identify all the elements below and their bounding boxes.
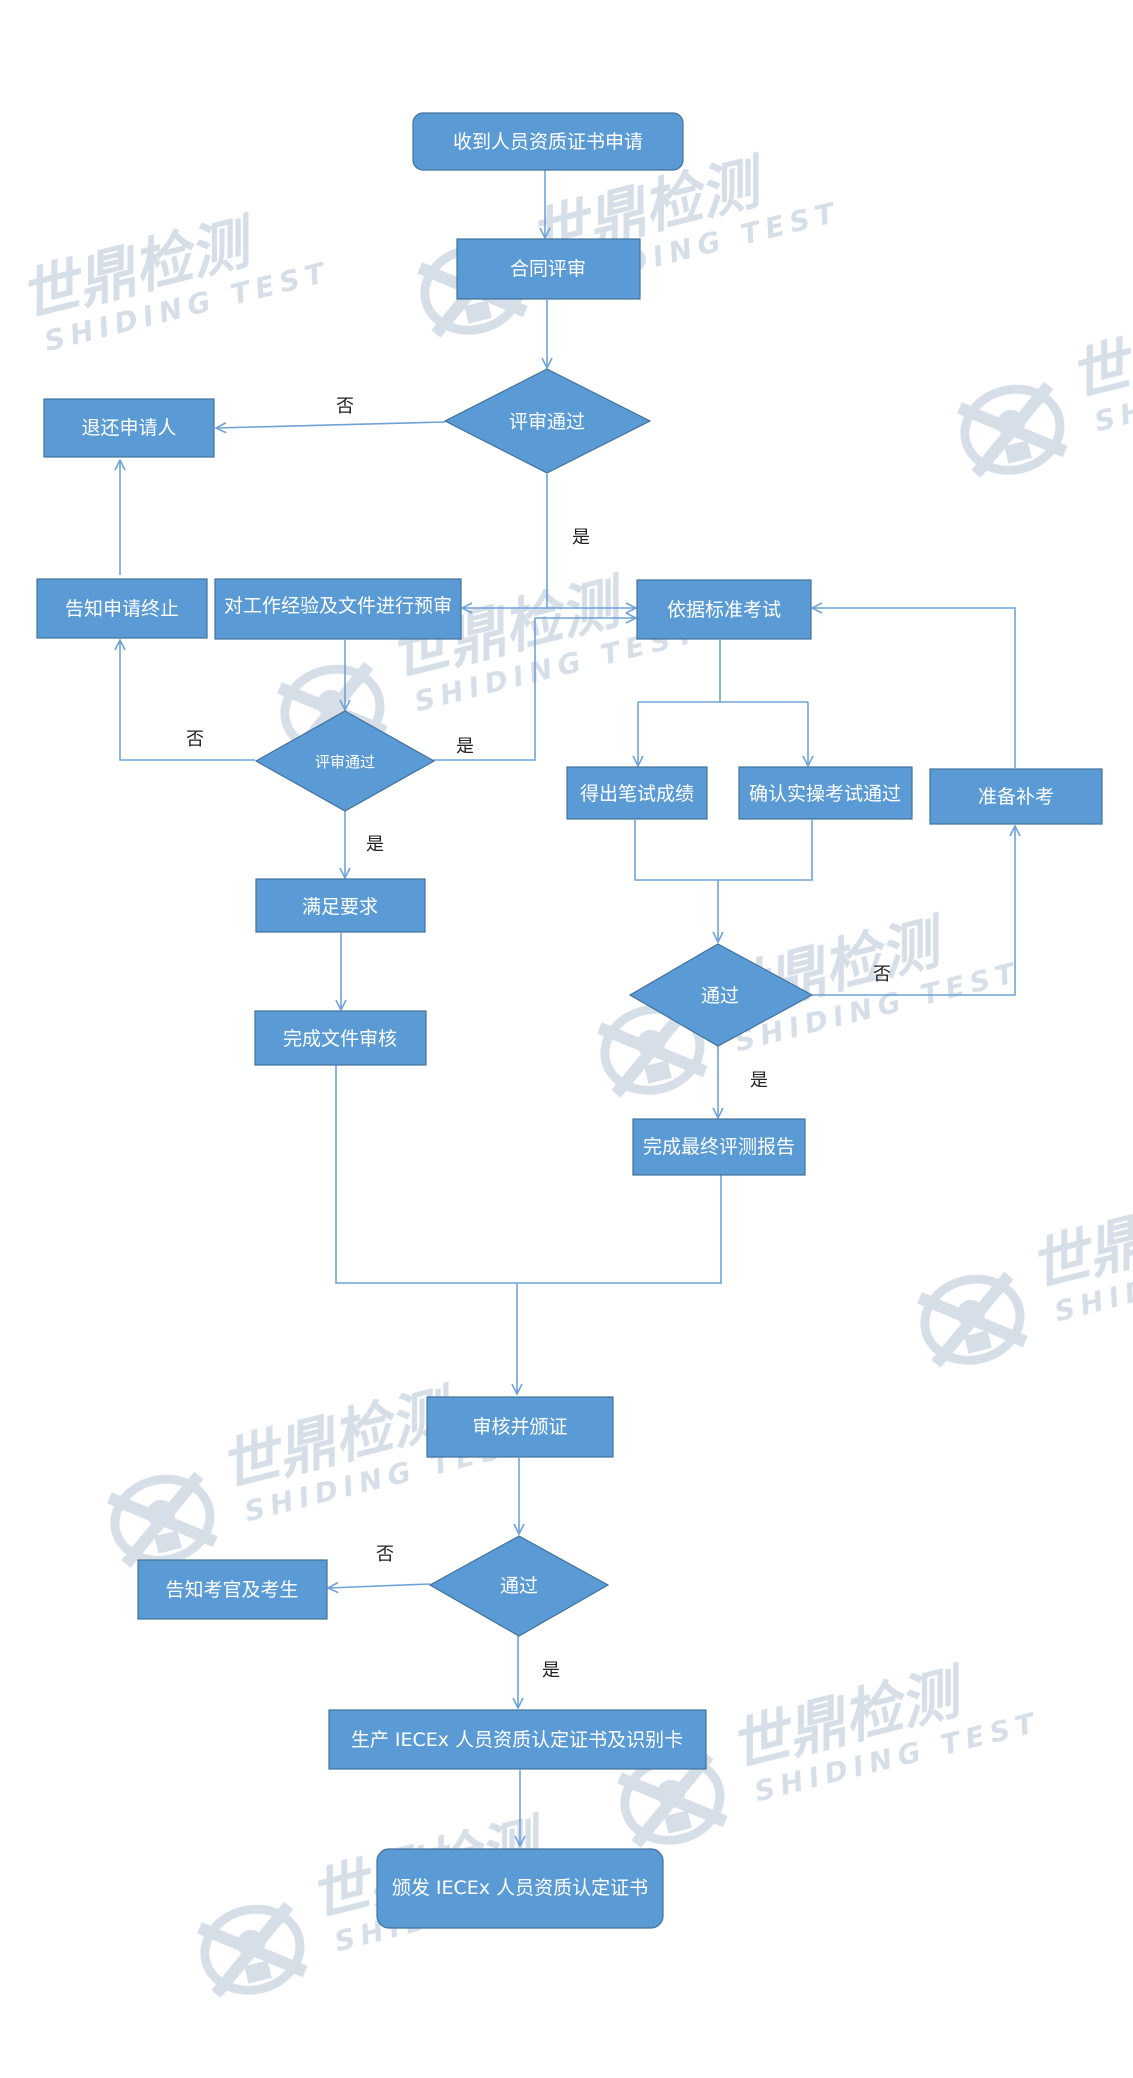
node-notify-examiner: 告知考官及考生 [137, 1559, 328, 1620]
watermark-cn: 世鼎检测 [1063, 286, 1133, 411]
node-label: 完成最终评测报告 [643, 1136, 795, 1158]
node-label: 收到人员资质证书申请 [453, 131, 643, 153]
edge-label-yes: 是 [456, 736, 474, 757]
node-review-pass-2: 评审通过 [254, 710, 436, 812]
node-label: 告知申请终止 [65, 598, 179, 620]
node-label: 告知考官及考生 [165, 1579, 298, 1601]
node-label: 审核并颁证 [472, 1416, 567, 1438]
node-issue-certificate: 颁发 IECEx 人员资质认定证书 [376, 1848, 664, 1929]
edges [120, 170, 1015, 1846]
node-return-applicant: 退还申请人 [43, 398, 215, 458]
node-label: 完成文件审核 [283, 1028, 397, 1050]
node-meet-requirements: 满足要求 [255, 878, 426, 933]
edge-exam-split [638, 640, 808, 703]
watermark: 世鼎检测 SHIDING TEST [909, 1176, 1133, 1370]
edge-pass-no-to-retake [812, 826, 1015, 996]
edge-labels: 否 是 否 是 是 否 是 否 是 [186, 396, 891, 1681]
node-exam-by-standard: 依据标准考试 [636, 579, 812, 640]
edge-label-no: 否 [336, 396, 354, 417]
node-label: 评审通过 [315, 753, 375, 771]
node-label: 对工作经验及文件进行预审 [224, 595, 452, 617]
nodes: 收到人员资质证书申请 合同评审 评审通过 退还申请人 告知申请终止 对工作经验及… [36, 112, 1103, 1929]
edge-label-yes: 是 [750, 1070, 768, 1091]
node-label: 满足要求 [302, 896, 378, 918]
node-audit-issue: 审核并颁证 [426, 1396, 614, 1458]
watermark: 世鼎检测 SHIDING TEST [99, 1376, 534, 1570]
edge-review-no-to-return [216, 421, 446, 428]
node-label: 评审通过 [509, 411, 585, 433]
edge-pass-no-to-notify [328, 1584, 431, 1588]
node-label: 依据标准考试 [667, 599, 781, 621]
node-produce-certificate: 生产 IECEx 人员资质认定证书及识别卡 [328, 1709, 707, 1770]
node-label: 生产 IECEx 人员资质认定证书及识别卡 [351, 1729, 683, 1751]
node-label: 通过 [701, 985, 739, 1007]
watermark: 世鼎检测 SHIDING TEST [13, 206, 333, 358]
node-final-report: 完成最终评测报告 [632, 1118, 806, 1176]
node-pass-final: 通过 [428, 1535, 610, 1637]
edge-review2-no-to-notify [120, 640, 255, 761]
node-written-score: 得出笔试成绩 [566, 766, 708, 820]
edge-complete-report-merge [335, 1065, 722, 1284]
edge-label-yes: 是 [366, 834, 384, 855]
node-label: 得出笔试成绩 [580, 783, 694, 805]
node-complete-doc-review: 完成文件审核 [254, 1010, 427, 1066]
edge-written-practical-merge [634, 820, 813, 881]
node-label: 准备补考 [978, 786, 1054, 808]
edge-label-no: 否 [873, 964, 891, 985]
node-notify-termination: 告知申请终止 [36, 578, 208, 639]
edge-label-yes: 是 [542, 1660, 560, 1681]
node-contract-review: 合同评审 [456, 238, 641, 300]
watermark: 世鼎检测 SHIDING TEST [949, 286, 1133, 480]
node-receive-application: 收到人员资质证书申请 [412, 112, 684, 171]
node-label: 确认实操考试通过 [749, 783, 901, 805]
edge-label-no: 否 [376, 1544, 394, 1565]
node-prepare-retake: 准备补考 [929, 768, 1103, 825]
node-review-pass-1: 评审通过 [443, 368, 652, 474]
node-label: 颁发 IECEx 人员资质认定证书 [392, 1877, 648, 1899]
node-practical-pass: 确认实操考试通过 [738, 766, 913, 820]
edge-review2-yes-to-exam [433, 618, 636, 761]
node-label: 退还申请人 [81, 417, 176, 439]
edge-retake-to-exam [812, 608, 1016, 768]
edge-label-yes: 是 [572, 527, 590, 548]
edge-label-no: 否 [186, 729, 204, 750]
node-label: 通过 [500, 1575, 538, 1597]
node-label: 合同评审 [510, 258, 586, 280]
node-pre-review: 对工作经验及文件进行预审 [214, 578, 462, 640]
node-pass-exam: 通过 [628, 943, 814, 1047]
